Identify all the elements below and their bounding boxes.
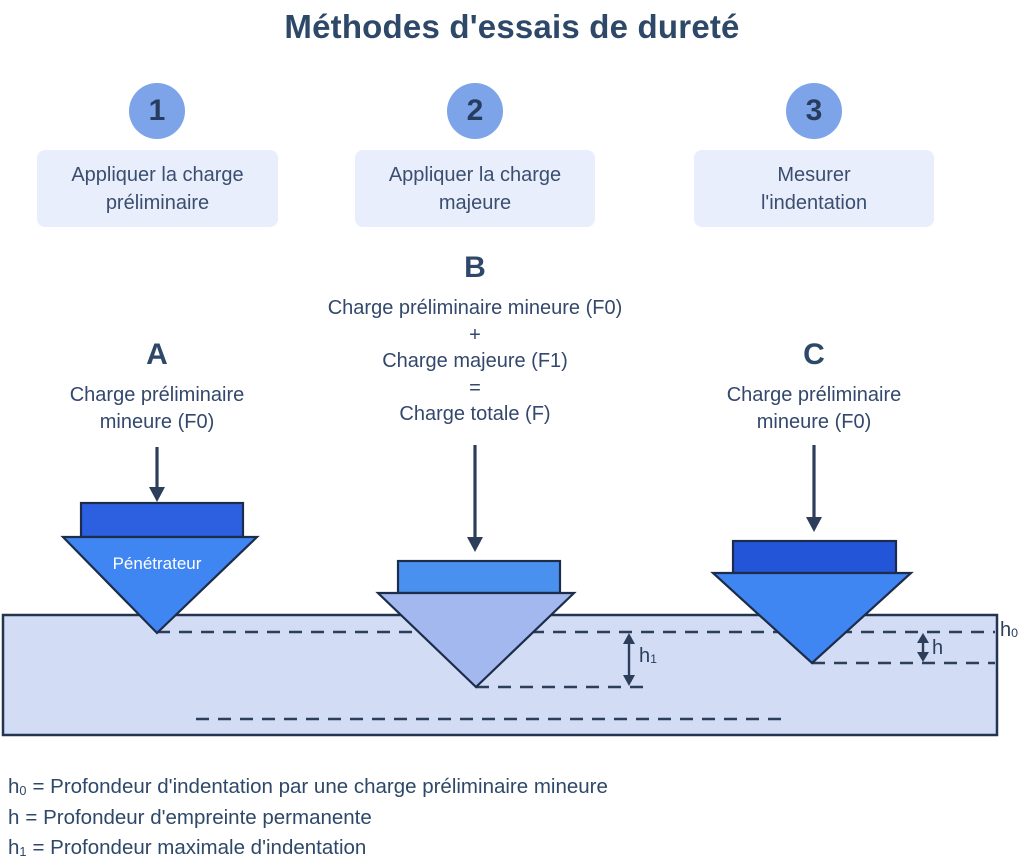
step-number-3: 3 bbox=[805, 94, 823, 127]
section-a: A Charge préliminaire mineure (F0) bbox=[17, 338, 297, 435]
step-box-apply-major-load: Appliquer la charge majeure bbox=[355, 150, 595, 227]
legend-row-h0: h0= Profondeur d'indentation par une cha… bbox=[8, 775, 608, 798]
section-b-line: + bbox=[469, 323, 481, 346]
page-title: Méthodes d'essais de dureté bbox=[284, 8, 740, 45]
legend-text: = Profondeur d'empreinte permanente bbox=[25, 805, 372, 829]
h-measure-arrow bbox=[917, 633, 929, 662]
legend: h0= Profondeur d'indentation par une cha… bbox=[8, 772, 608, 864]
indenter-a-tip bbox=[60, 535, 260, 635]
section-b-line: = bbox=[469, 376, 481, 399]
step-label-line: majeure bbox=[438, 191, 512, 214]
indenter-b-body bbox=[396, 559, 562, 595]
step-label-line: préliminaire bbox=[105, 191, 210, 214]
h1-depth-label: h1 bbox=[639, 645, 658, 667]
section-c-line: Charge préliminaire bbox=[726, 384, 902, 406]
section-a-heading: A bbox=[146, 338, 168, 371]
indenter-c-body bbox=[731, 539, 898, 575]
indenter-c-tip bbox=[710, 571, 914, 665]
step-label-line: Mesurer bbox=[777, 163, 851, 186]
indenter-label: Pénétrateur bbox=[112, 554, 202, 573]
legend-text: = Profondeur maximale d'indentation bbox=[32, 836, 367, 859]
step-box-measure-indentation: Mesurer l'indentation bbox=[694, 150, 934, 227]
indenter-b-tip bbox=[375, 591, 577, 689]
step-label-line: Appliquer la charge bbox=[388, 163, 562, 186]
section-c: C Charge préliminaire mineure (F0) bbox=[674, 338, 954, 435]
section-c-heading: C bbox=[803, 338, 825, 371]
force-arrow-b bbox=[467, 445, 483, 552]
force-arrow-c bbox=[806, 445, 822, 532]
h-depth-label: h bbox=[932, 637, 944, 659]
legend-row-h1: h1= Profondeur maximale d'indentation bbox=[8, 836, 367, 859]
force-arrow-a bbox=[149, 447, 165, 502]
section-b-line: Charge préliminaire mineure (F0) bbox=[327, 297, 623, 319]
section-b-line: Charge majeure (F1) bbox=[382, 350, 568, 372]
step-circle-2: 2 bbox=[447, 83, 503, 139]
legend-text: = Profondeur d'indentation par une charg… bbox=[32, 775, 608, 798]
step-number-2: 2 bbox=[466, 94, 484, 127]
step-box-apply-preliminary-load: Appliquer la charge préliminaire bbox=[37, 150, 278, 227]
step-label-line: Appliquer la charge bbox=[71, 163, 244, 186]
section-a-line: mineure (F0) bbox=[99, 410, 215, 433]
h1-measure-arrow bbox=[623, 633, 635, 686]
section-a-line: Charge préliminaire bbox=[69, 384, 245, 406]
section-b-heading: B bbox=[464, 251, 486, 284]
section-b: B Charge préliminaire mineure (F0) + Cha… bbox=[280, 251, 670, 428]
section-c-line: mineure (F0) bbox=[756, 410, 872, 433]
indenter-a-body bbox=[79, 501, 245, 539]
h0-depth-label: h0 bbox=[1000, 619, 1019, 641]
step-label-line: l'indentation bbox=[760, 191, 868, 214]
step-circle-3: 3 bbox=[786, 83, 842, 139]
step-circle-1: 1 bbox=[129, 83, 185, 139]
legend-row-h: h= Profondeur d'empreinte permanente bbox=[8, 805, 372, 829]
section-b-line: Charge totale (F) bbox=[399, 403, 551, 425]
indenter-diagram-canvas bbox=[1, 445, 999, 737]
step-number-1: 1 bbox=[148, 94, 166, 127]
